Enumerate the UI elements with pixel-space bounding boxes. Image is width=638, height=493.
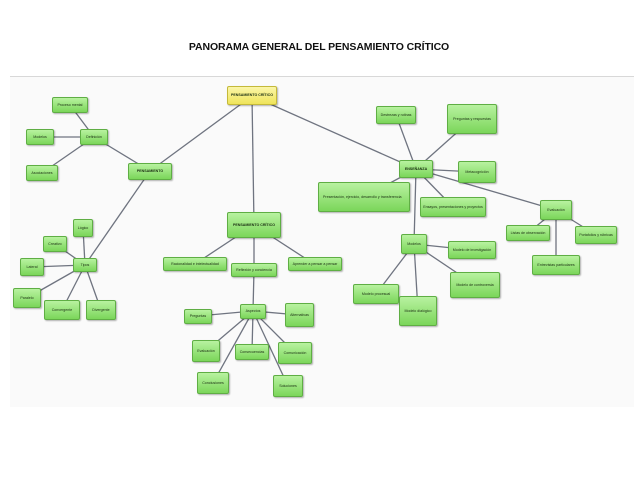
node-racionalidad: Racionalidad e intelectualidad [163,257,227,271]
link-root-pensamiento [149,95,253,172]
node-entrevistas: Entrevistas particulares [532,255,580,275]
node-presentacion: Presentación, ejercicio, desarrollo y tr… [318,182,410,212]
link-ens-evaluacion [415,168,557,211]
node-comunicacion: Comunicación [278,342,312,364]
node-modelo-dialogico: Modelo dialógico [399,296,437,326]
node-preguntas: Preguntas [184,309,212,324]
node-asociaciones: Asociaciones [26,165,58,181]
node-ensenanza: ENSEÑANZA [399,160,433,178]
node-aspectos: Aspectos [240,304,266,319]
node-modelo-controversia: Modelo de controversia [450,272,500,298]
node-convergente: Convergente [44,300,80,320]
node-evaluacion-ensenanza: Evaluación [540,200,572,220]
link-ens-modelos [413,168,417,245]
page-title: PANORAMA GENERAL DEL PENSAMIENTO CRÍTICO [188,41,450,53]
node-pensamiento-critico-central: PENSAMIENTO CRÍTICO [227,212,281,238]
node-conclusiones: Conclusiones [197,372,229,394]
node-root: PENSAMIENTO CRÍTICO [227,86,277,105]
node-preguntas-respuestas: Preguntas y respuestas [447,104,497,134]
link-aspectos-conclusiones [212,310,254,384]
node-soluciones: Soluciones [273,375,303,397]
node-proceso-mental: Proceso mental [52,97,88,113]
node-modelos-ensenanza: Modelos [401,234,427,254]
node-alternativas: Alternativas [285,303,314,327]
node-logico: Lógico [73,219,93,237]
node-creativo: Creativo [43,236,67,252]
node-listas-observacion: Listas de observación [506,225,550,241]
node-paralelo: Paralelo [13,288,41,308]
link-aspectos-soluciones [252,310,289,387]
node-definicion: Definición [80,129,108,145]
link-root-pc-central [251,95,255,226]
node-destrezas: Destrezas y rutinas [376,106,416,124]
node-aprender: Aprender a pensar a pensar [288,257,342,271]
node-portafolios: Portafolios y rúbricas [575,226,617,244]
node-modelo-investigacion: Modelo de investigación [448,241,496,259]
node-divergente: Divergente [86,300,116,320]
link-pensamiento-tipos [84,170,151,266]
node-lateral: Lateral [20,258,44,276]
concept-map-canvas [10,76,634,407]
node-tipos: Tipos [73,258,97,272]
node-evaluacion-aspectos: Evaluación [192,340,220,362]
node-reflexion: Reflexión y conciencia [231,263,277,277]
node-modelo-procesual: Modelo procesual [353,284,399,304]
link-root-ensenanza [251,95,417,170]
node-pensamiento: PENSAMIENTO [128,163,172,180]
node-metacognicion: Metacognición [458,161,496,183]
node-consecuencias: Consecuencias [235,344,269,360]
node-ensayos: Ensayos, presentaciones y proyectos [420,197,486,217]
node-modelos-definicion: Modelos [26,129,54,145]
